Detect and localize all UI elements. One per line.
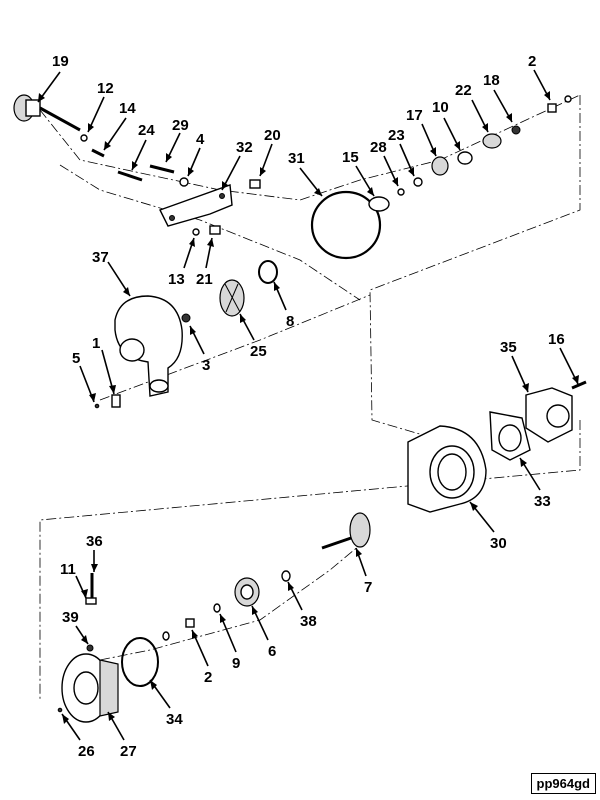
part-33-gasket (489, 411, 531, 461)
part-26-pin (57, 707, 63, 713)
callout-7: 7 (364, 579, 372, 596)
part-13-washer (192, 228, 200, 236)
callout-29: 29 (172, 117, 189, 134)
assembly-centerlines (39, 94, 581, 700)
callout-17: 17 (406, 107, 423, 124)
part-7-turbine-shaft (321, 512, 371, 550)
callout-6: 6 (268, 643, 276, 660)
callout-35: 35 (500, 339, 517, 356)
callout-38: 38 (300, 613, 317, 630)
callout-1: 1 (92, 335, 100, 352)
callout-16: 16 (548, 331, 565, 348)
callout-4: 4 (196, 131, 205, 148)
part-29-bolt (149, 164, 175, 174)
callout-3: 3 (202, 357, 210, 374)
part-19-actuator (13, 94, 81, 132)
part-38-ring (281, 570, 291, 582)
callout-20: 20 (264, 127, 281, 144)
part-1-bracket (111, 394, 121, 408)
callout-33: 33 (534, 493, 551, 510)
part-35-gasket (525, 387, 573, 443)
callout-2-bottom: 2 (204, 669, 212, 686)
part-11-nut (85, 597, 97, 605)
callout-18: 18 (483, 72, 500, 89)
part-30-turbine-housing (407, 425, 487, 513)
part-28-ring (397, 188, 405, 196)
part-14-screw (91, 148, 105, 158)
callout-37: 37 (92, 249, 109, 266)
figure-reference-code: pp964gd (530, 773, 596, 794)
callout-23: 23 (388, 127, 405, 144)
callout-19: 19 (52, 53, 69, 70)
callout-39: 39 (62, 609, 79, 626)
part-10-ring (457, 151, 473, 165)
callout-2-top: 2 (528, 53, 536, 70)
callout-11: 11 (60, 561, 76, 578)
callout-10: 10 (432, 99, 449, 116)
part-37-compressor-housing (114, 295, 183, 397)
part-24-bolt (117, 170, 143, 182)
part-ring-small (162, 631, 170, 641)
leader-lines (37, 69, 579, 741)
part-39-nut (86, 644, 94, 652)
callout-31: 31 (288, 150, 305, 167)
part-5-screw (94, 403, 100, 409)
part-3-nut (181, 313, 191, 323)
callout-14: 14 (119, 100, 136, 117)
callout-27: 27 (120, 743, 137, 760)
callout-30: 30 (490, 535, 507, 552)
part-31-clamp-ring (310, 190, 382, 260)
part-2-nut-top (547, 95, 572, 113)
callout-32: 32 (236, 139, 253, 156)
callout-15: 15 (342, 149, 359, 166)
part-17-collar (431, 156, 449, 176)
callout-8: 8 (286, 313, 294, 330)
part-6-bearing-housing (234, 577, 260, 607)
callout-34: 34 (166, 711, 183, 728)
part-9-ring (213, 603, 221, 613)
callout-21: 21 (196, 271, 213, 288)
callout-5: 5 (72, 350, 80, 367)
callout-22: 22 (455, 82, 472, 99)
part-16-bolt (571, 380, 587, 390)
part-23-ring (413, 177, 423, 187)
part-8-retaining-ring (258, 260, 278, 284)
part-32-bracket (159, 184, 233, 227)
part-4-nut (179, 177, 189, 187)
callout-36: 36 (86, 533, 103, 550)
part-12-washer (80, 134, 88, 142)
callout-9: 9 (232, 655, 240, 672)
callout-26: 26 (78, 743, 95, 760)
part-2-nut-bottom (185, 618, 195, 628)
part-18-sleeve (511, 125, 521, 135)
callout-labels: 19 12 14 24 29 4 20 32 31 15 28 23 17 10… (52, 53, 565, 760)
part-34-clamp (121, 637, 159, 687)
part-20-spacer (249, 179, 261, 189)
part-21-spacer (209, 225, 221, 235)
part-22-thrust (482, 133, 502, 149)
part-25-compressor-wheel (219, 279, 245, 317)
callout-13: 13 (168, 271, 185, 288)
callout-28: 28 (370, 139, 387, 156)
callout-24: 24 (138, 122, 155, 139)
callout-25: 25 (250, 343, 267, 360)
part-27-outlet-housing (61, 653, 119, 723)
callout-12: 12 (97, 80, 114, 97)
part-15-disc (368, 196, 390, 212)
